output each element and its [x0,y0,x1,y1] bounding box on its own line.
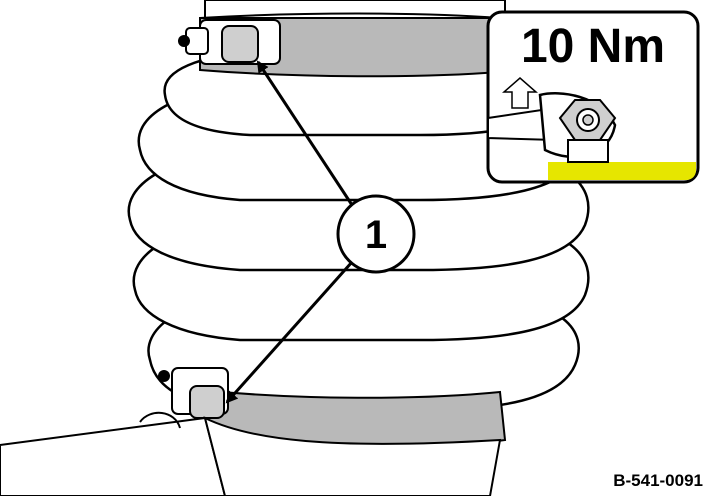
callout-1: 1 [336,194,416,274]
bellows-boot [127,50,590,412]
torque-value: 10 Nm [521,20,665,73]
lower-clamp-bolt-end [158,370,170,382]
lower-arm [0,416,227,496]
lower-clamp-bolt-head [189,385,225,419]
figure-reference: B-541-0091 [613,471,703,490]
leader-line-lower [225,261,354,404]
rotation-arrow-icon [502,77,538,109]
lower-housing [0,412,502,496]
nut-shank [567,139,609,163]
upper-clamp-bolt-end [178,35,190,47]
upper-clamp [178,12,501,78]
leader-lines [225,60,354,404]
leader-line-upper [256,60,354,206]
lower-clamp [158,367,507,450]
nut-icon [558,99,617,141]
callout-number: 1 [365,213,387,257]
upper-clamp-bolt-head [221,25,259,63]
torque-detail-box: 10 Nm [486,10,700,184]
lower-knuckle [203,416,502,496]
torque-highlight [548,162,696,180]
